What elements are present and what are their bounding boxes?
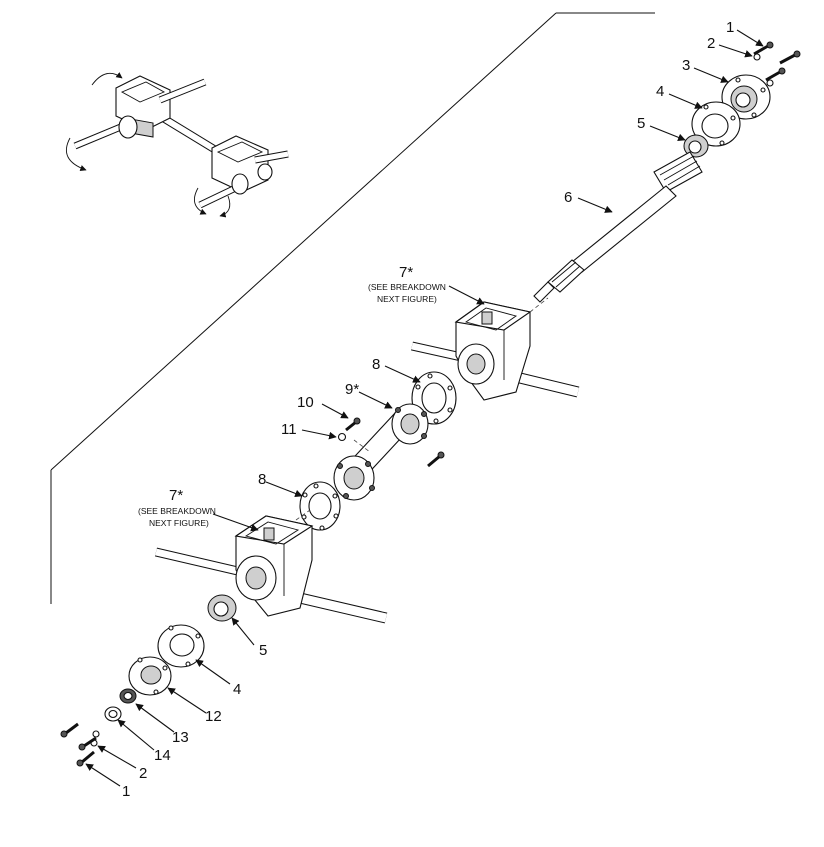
part-14-washer (104, 706, 122, 722)
part-1-bolts-lower (60, 722, 97, 767)
part-4-gasket-upper (691, 101, 741, 147)
callout-2-upper: 2 (707, 35, 715, 52)
part-3-bearing-cap (721, 74, 771, 120)
part-7-gearbox-upper (411, 301, 580, 401)
part-2-washers-upper (753, 53, 774, 87)
note-upper-line2: NEXT FIGURE) (377, 294, 437, 304)
assembled-inset-view (66, 72, 289, 218)
note-lower-line1: (SEE BREAKDOWN (138, 506, 216, 516)
leader-lines (85, 29, 764, 787)
note-upper-line1: (SEE BREAKDOWN (368, 282, 446, 292)
part-11-nut (337, 432, 347, 442)
callout-3: 3 (682, 57, 690, 74)
note-lower-line2: NEXT FIGURE) (149, 518, 209, 528)
callout-6: 6 (564, 189, 572, 206)
part-7-gearbox-lower (154, 515, 388, 624)
callout-2-lower: 2 (139, 765, 147, 782)
part-12-cover-cap (128, 656, 172, 696)
callout-13: 13 (172, 729, 189, 746)
callout-7-upper: 7* (399, 264, 413, 281)
part-6-worm-shaft (533, 151, 703, 303)
alignment-lines (295, 297, 549, 521)
callout-1-lower: 1 (122, 783, 130, 800)
part-5-bearing-lower (207, 594, 237, 622)
callout-7-lower: 7* (169, 487, 183, 504)
callout-10: 10 (297, 394, 314, 411)
callout-8-lower: 8 (258, 471, 266, 488)
part-1-bolts-upper (753, 41, 801, 82)
callout-11: 11 (281, 421, 297, 438)
callout-9: 9* (345, 381, 359, 398)
callout-4-lower: 4 (233, 681, 241, 698)
callout-5-upper: 5 (637, 115, 645, 132)
part-9-coupling (333, 403, 429, 501)
callout-4-upper: 4 (656, 83, 664, 100)
frame-lines (50, 12, 655, 604)
part-13-seal (119, 688, 137, 704)
callout-5-lower: 5 (259, 642, 267, 659)
callout-labels: 1 2 3 4 5 6 7* (SEE BREAKDOWN NEXT FIGUR… (122, 19, 734, 800)
callout-1-upper: 1 (726, 19, 734, 36)
part-10-bolt (345, 417, 445, 468)
part-8-gasket-lower (299, 481, 341, 531)
callout-8-upper: 8 (372, 356, 380, 373)
callout-14: 14 (154, 747, 171, 764)
callout-12: 12 (205, 708, 222, 725)
part-4-gasket-lower (157, 624, 205, 668)
